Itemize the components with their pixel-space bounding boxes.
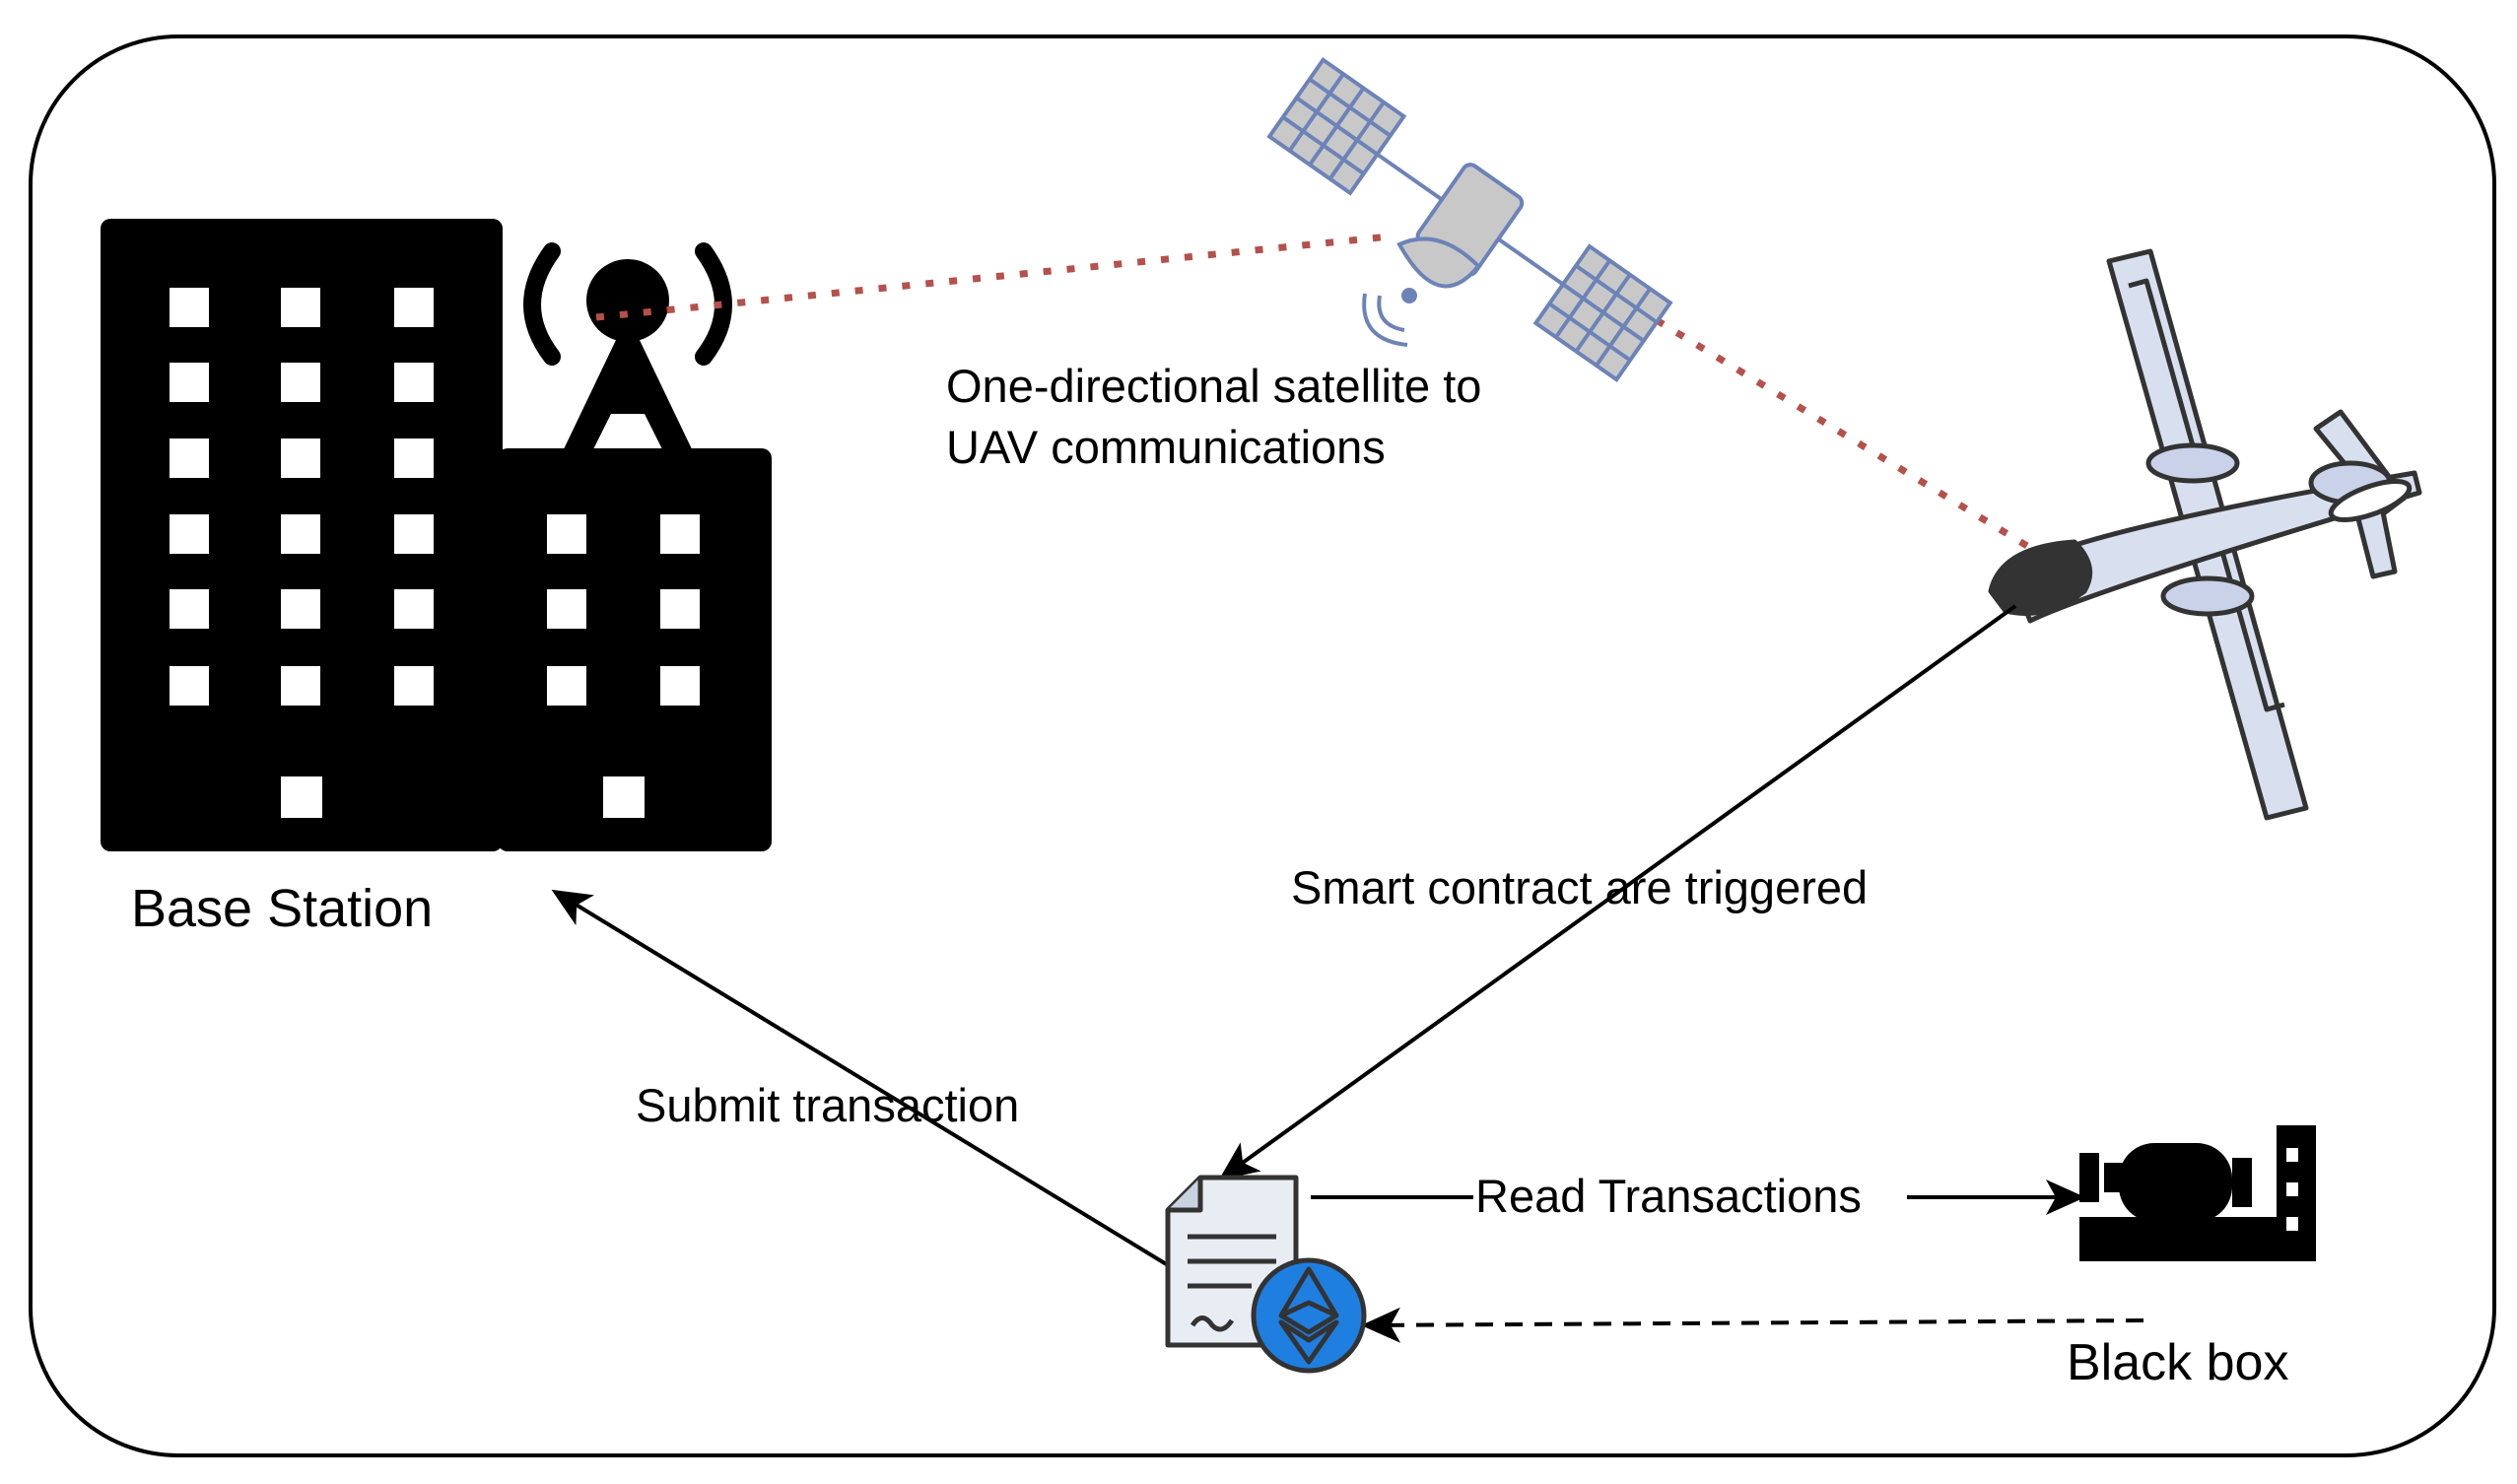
smart-contract-label: Smart contract are triggered [1291,861,1868,913]
submit-transaction-label: Submit transaction [636,1079,1019,1131]
satellite-icon [1266,56,1673,382]
contract-to-base-arrow [551,889,1180,1273]
satellite-label-line1: One-directional satellite to [946,360,1481,412]
blackbox-to-contract-arrow [1361,1307,2144,1343]
uav-drone-icon [1988,248,2422,821]
black-box-recorder-icon [2079,1125,2316,1261]
ethereum-icon [1251,1257,1367,1374]
satellite-label-line2: UAV communications [946,421,1386,473]
black-box-label: Black box [2067,1334,2288,1391]
base-station-label: Base Station [131,879,433,938]
read-transactions-label: Read Transactions [1475,1170,1862,1222]
uav-to-contract-arrow [1218,604,2017,1180]
satellite-link-base [595,233,1391,321]
building-with-antenna-icon [101,219,772,851]
